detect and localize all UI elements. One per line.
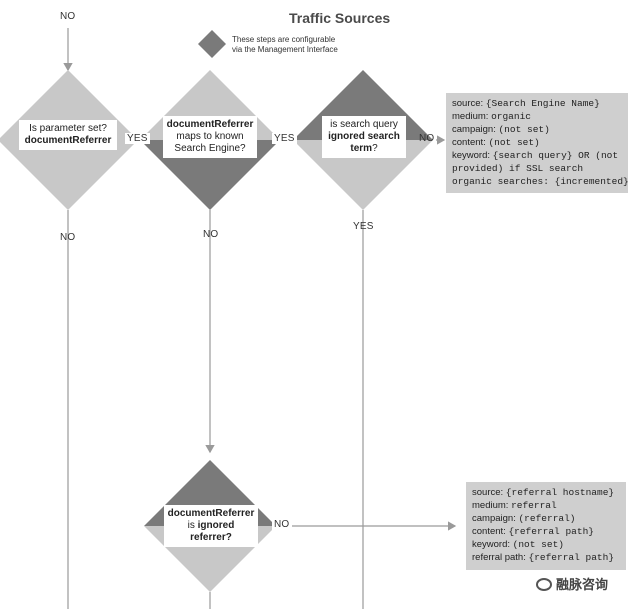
referral-row: keyword: (not set) <box>472 538 620 551</box>
q3-line-1: is search query <box>330 119 398 130</box>
organic-value: {Search Engine Name} <box>485 98 600 109</box>
chat-bubble-icon <box>536 578 552 591</box>
organic-key: content: <box>452 137 489 148</box>
referral-key: medium: <box>472 500 512 511</box>
q1-question: Is parameter set? documentReferrer <box>19 120 117 150</box>
q2-line-bold: documentReferrer <box>166 119 254 130</box>
legend-diamond <box>198 30 226 58</box>
referral-value: (referral) <box>518 513 576 524</box>
organic-result-box: source: {Search Engine Name}medium: orga… <box>446 93 629 193</box>
referral-row: source: {referral hostname} <box>472 486 620 499</box>
organic-row: campaign: (not set) <box>452 123 622 136</box>
label-top-no: NO <box>60 11 76 22</box>
q4-line-2: is ignored <box>187 520 235 531</box>
watermark: 融脉咨询 <box>536 574 608 593</box>
organic-value: (not set) <box>488 137 540 148</box>
organic-key: medium: <box>452 111 492 122</box>
label-no-q1: NO <box>60 232 76 243</box>
referral-row: medium: referral <box>472 499 620 512</box>
referral-key: keyword: <box>472 539 513 550</box>
organic-key: campaign: <box>452 124 499 135</box>
legend-line-1: These steps are configurable <box>232 35 336 44</box>
label-yes-q3: YES <box>353 221 374 232</box>
label-no-q4: NO <box>272 519 292 530</box>
organic-value: {search query} OR (not <box>492 150 619 161</box>
q1-line-bold: documentReferrer <box>24 135 112 146</box>
q4-question: documentReferrer is ignored referrer? <box>164 505 258 547</box>
q2-question: documentReferrer maps to known Search En… <box>163 116 257 158</box>
label-no-q2: NO <box>203 229 219 240</box>
referral-value: (not set) <box>512 539 564 550</box>
referral-key: referral path: <box>472 552 529 563</box>
q4-line-3: referrer? <box>190 532 232 543</box>
label-no-q3: NO <box>419 133 435 144</box>
referral-row: campaign: (referral) <box>472 512 620 525</box>
organic-row: source: {Search Engine Name} <box>452 97 622 110</box>
referral-row: referral path: {referral path} <box>472 551 620 564</box>
referral-row: content: {referral path} <box>472 525 620 538</box>
q4-line-bold: documentReferrer <box>167 508 255 519</box>
referral-value: {referral path} <box>508 526 594 537</box>
organic-key: keyword: <box>452 150 493 161</box>
referral-value: {referral hostname} <box>505 487 615 498</box>
q3-question: is search query ignored search term? <box>322 116 406 158</box>
organic-row: organic searches: {incremented} <box>452 175 629 188</box>
q2-line-3: Search Engine? <box>174 143 246 154</box>
referral-value: referral <box>511 500 557 511</box>
legend-line-2: via the Management Interface <box>232 45 338 54</box>
q3-line-3: term? <box>350 143 378 154</box>
referral-result-box: source: {referral hostname}medium: refer… <box>466 482 626 570</box>
organic-row: medium: organic <box>452 110 622 123</box>
referral-key: content: <box>472 526 509 537</box>
watermark-text: 融脉咨询 <box>556 577 609 592</box>
organic-row: provided) if SSL search <box>452 162 622 175</box>
q3-line-bold-1: ignored search <box>328 131 400 142</box>
label-yes-q2: YES <box>272 133 297 144</box>
organic-key: source: <box>452 98 486 109</box>
organic-value: organic searches: {incremented} <box>452 176 629 187</box>
legend-text: These steps are configurable via the Man… <box>232 35 338 55</box>
organic-value: provided) if SSL search <box>452 163 584 174</box>
label-yes-q1: YES <box>125 133 150 144</box>
organic-value: (not set) <box>498 124 550 135</box>
q1-line-1: Is parameter set? <box>29 123 107 134</box>
organic-row: keyword: {search query} OR (not <box>452 149 622 162</box>
referral-key: source: <box>472 487 506 498</box>
referral-key: campaign: <box>472 513 519 524</box>
referral-value: {referral path} <box>528 552 615 563</box>
organic-row: content: (not set) <box>452 136 622 149</box>
q2-line-2: maps to known <box>176 131 244 142</box>
diagram-title: Traffic Sources <box>289 10 391 26</box>
organic-value: organic <box>491 111 531 122</box>
